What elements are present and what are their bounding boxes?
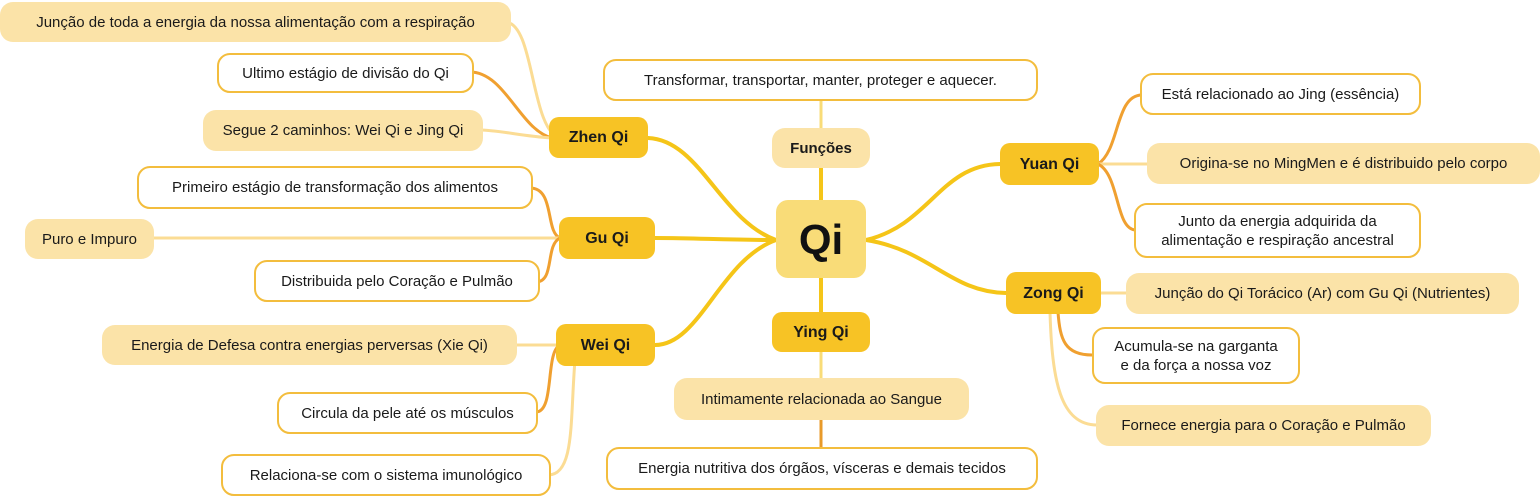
wei-child-2[interactable]: Circula da pele até os músculos bbox=[277, 392, 538, 434]
wei-child-3[interactable]: Relaciona-se com o sistema imunológico bbox=[221, 454, 551, 496]
branch-yuan-qi[interactable]: Yuan Qi bbox=[1000, 143, 1099, 185]
branch-zhen-qi[interactable]: Zhen Qi bbox=[549, 117, 648, 158]
link-zong-c2 bbox=[1056, 310, 1094, 357]
link-yuan-c3 bbox=[1096, 162, 1138, 232]
funcoes-child-1[interactable]: Transformar, transportar, manter, proteg… bbox=[603, 59, 1038, 101]
zong-child-2-line-1: Acumula-se na garganta bbox=[1114, 337, 1278, 355]
zhen-child-3[interactable]: Segue 2 caminhos: Wei Qi e Jing Qi bbox=[203, 110, 483, 151]
link-yuan-c1 bbox=[1096, 93, 1144, 166]
link-qi-zong bbox=[864, 238, 1008, 295]
link-qi-wei bbox=[653, 238, 778, 347]
branch-ying-qi[interactable]: Ying Qi bbox=[772, 312, 870, 352]
link-qi-zhen bbox=[646, 136, 778, 242]
central-topic-qi[interactable]: Qi bbox=[776, 200, 866, 278]
zong-child-3[interactable]: Fornece energia para o Coração e Pulmão bbox=[1096, 405, 1431, 446]
link-zong-c3 bbox=[1048, 310, 1099, 427]
yuan-child-1[interactable]: Está relacionado ao Jing (essência) bbox=[1140, 73, 1421, 115]
link-gu-c1 bbox=[528, 186, 562, 240]
link-zhen-c2 bbox=[468, 70, 554, 140]
ying-child-1[interactable]: Intimamente relacionada ao Sangue bbox=[674, 378, 969, 420]
zong-child-2-line-2: e da força a nossa voz bbox=[1120, 356, 1272, 374]
gu-child-1[interactable]: Primeiro estágio de transformação dos al… bbox=[137, 166, 533, 209]
branch-gu-qi[interactable]: Gu Qi bbox=[559, 217, 655, 259]
ying-child-2[interactable]: Energia nutritiva dos órgãos, vísceras e… bbox=[606, 447, 1038, 490]
zhen-child-2[interactable]: Ultimo estágio de divisão do Qi bbox=[217, 53, 474, 93]
link-gu-c3 bbox=[534, 236, 562, 284]
link-zhen-c3 bbox=[476, 128, 554, 140]
gu-child-3[interactable]: Distribuida pelo Coração e Pulmão bbox=[254, 260, 540, 302]
link-wei-c3 bbox=[546, 358, 577, 477]
zong-child-1[interactable]: Junção do Qi Torácico (Ar) com Gu Qi (Nu… bbox=[1126, 273, 1519, 314]
link-qi-gu bbox=[653, 236, 778, 242]
wei-child-1[interactable]: Energia de Defesa contra energias perver… bbox=[102, 325, 517, 365]
zhen-child-1[interactable]: Junção de toda a energia da nossa alimen… bbox=[0, 2, 511, 42]
yuan-child-2[interactable]: Origina-se no MingMen e é distribuido pe… bbox=[1147, 143, 1540, 184]
branch-zong-qi[interactable]: Zong Qi bbox=[1006, 272, 1101, 314]
yuan-child-3-line-2: alimentação e respiração ancestral bbox=[1161, 231, 1394, 249]
branch-wei-qi[interactable]: Wei Qi bbox=[556, 324, 655, 366]
zong-child-2[interactable]: Acumula-se na garganta e da força a noss… bbox=[1092, 327, 1300, 384]
yuan-child-3[interactable]: Junto da energia adquirida da alimentaçã… bbox=[1134, 203, 1421, 258]
gu-child-2[interactable]: Puro e Impuro bbox=[25, 219, 154, 259]
link-qi-yuan bbox=[864, 162, 1002, 242]
branch-funcoes[interactable]: Funções bbox=[772, 128, 870, 168]
yuan-child-3-line-1: Junto da energia adquirida da bbox=[1178, 212, 1377, 230]
